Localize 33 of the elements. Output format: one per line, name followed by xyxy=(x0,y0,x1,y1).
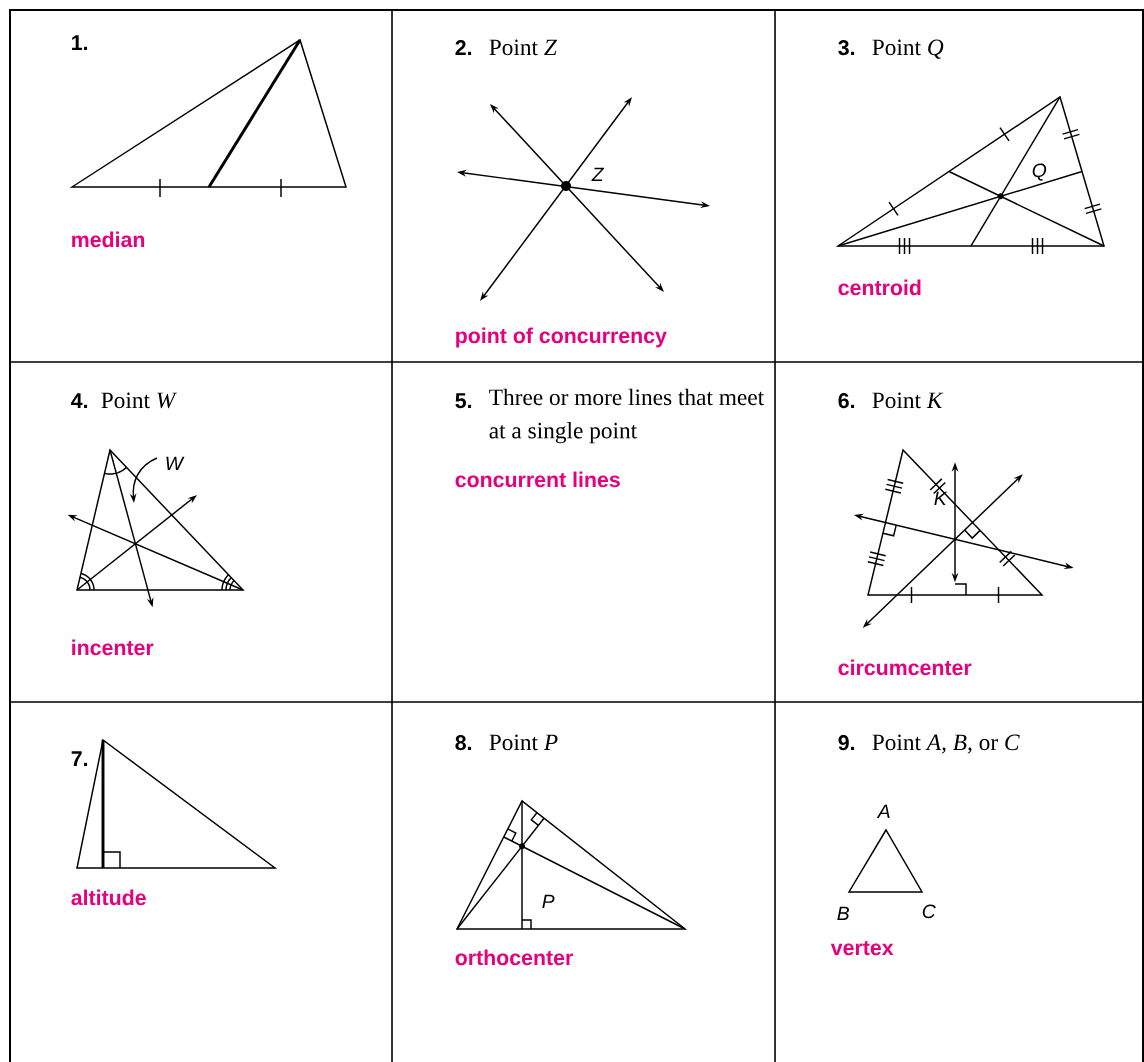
item-number: 5. xyxy=(455,393,472,409)
definition-text: Three or more lines that meet at a single point xyxy=(489,388,764,444)
point-letter: K xyxy=(934,491,948,505)
answer-term: circumcenter xyxy=(838,659,972,676)
answer-term: vertex xyxy=(830,941,894,956)
item-number: 3. xyxy=(838,40,855,56)
answer-term: centroid xyxy=(838,279,921,296)
item-number: 2. xyxy=(455,40,472,55)
point-letter: Z xyxy=(591,167,605,181)
item-number: 9. xyxy=(838,735,855,751)
point-letter: Q xyxy=(1032,163,1047,181)
point-letter: B xyxy=(837,906,849,920)
answer-term: point of concurrency xyxy=(456,327,667,348)
item-number: 6. xyxy=(838,393,855,409)
point-letter: C xyxy=(922,904,936,919)
prompt-text: Point A, B, or C xyxy=(872,734,1020,754)
item-number: 7. xyxy=(71,751,88,766)
answer-term: orthocenter xyxy=(455,949,573,966)
prompt-text: Point W xyxy=(101,392,178,409)
answer-term: incenter xyxy=(72,639,154,656)
prompt-text: Point Z xyxy=(489,39,558,56)
point-letter: W xyxy=(166,456,185,470)
point-letter: A xyxy=(876,804,890,818)
prompt-text: Point Q xyxy=(872,39,944,59)
point-letter: P xyxy=(542,894,555,908)
prompt-text: Point P xyxy=(489,734,558,751)
item-number: 1. xyxy=(72,35,88,50)
prompt-text: Point K xyxy=(872,392,944,409)
answer-term: concurrent lines xyxy=(455,471,620,488)
answer-term: median xyxy=(72,231,145,248)
answer-term: altitude xyxy=(71,889,146,906)
item-number: 4. xyxy=(71,393,88,408)
item-number: 8. xyxy=(455,735,472,751)
